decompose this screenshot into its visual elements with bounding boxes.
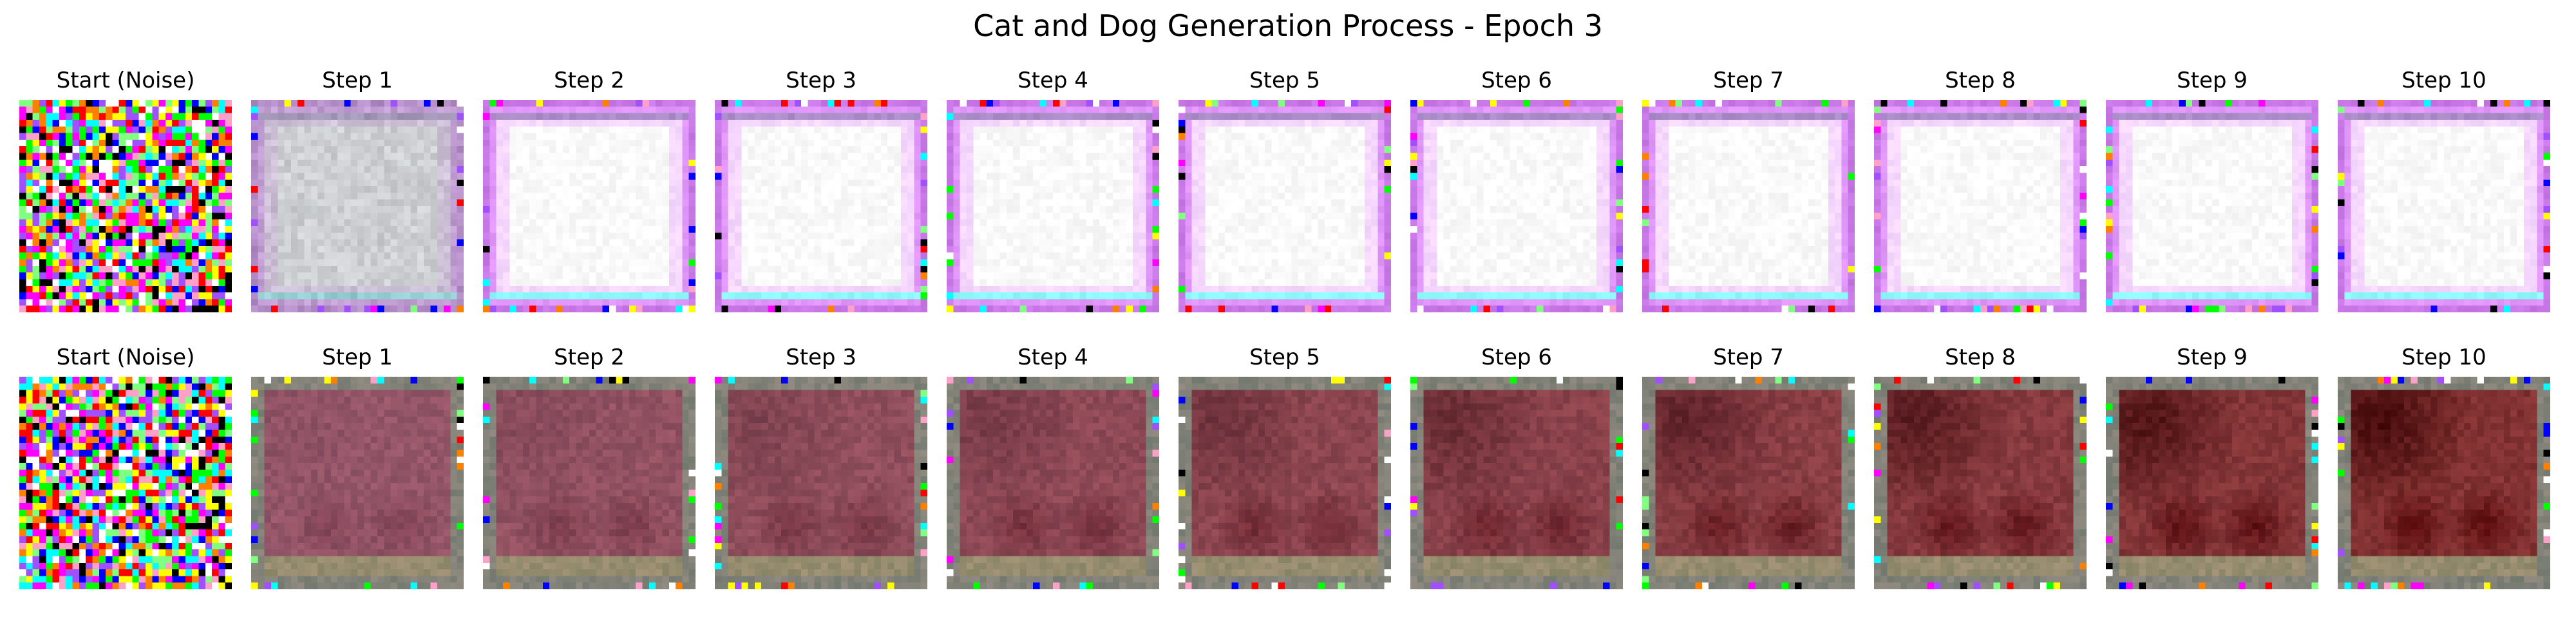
generated-image	[715, 377, 927, 589]
panel-title: Step 3	[786, 345, 857, 370]
panel-title: Start (Noise)	[56, 68, 195, 93]
generated-image	[2106, 377, 2318, 589]
generated-image	[1410, 377, 1623, 589]
panel-title: Step 1	[322, 68, 393, 93]
generated-image	[1642, 377, 1855, 589]
panel-title: Step 8	[1945, 345, 2016, 370]
panel-title: Step 5	[1249, 68, 1320, 93]
generated-image	[1874, 100, 2087, 312]
panel-title: Start (Noise)	[56, 345, 195, 370]
generated-image	[1179, 377, 1391, 589]
noise-image	[19, 100, 232, 312]
panel-title: Step 4	[1018, 345, 1088, 370]
panel-title: Step 9	[2177, 68, 2248, 93]
generated-image	[947, 377, 1159, 589]
panel-title: Step 1	[322, 345, 393, 370]
generated-image	[1642, 100, 1855, 312]
panel-title: Step 3	[786, 68, 857, 93]
panel-title: Step 2	[554, 345, 625, 370]
panel-title: Step 2	[554, 68, 625, 93]
panel-title: Step 6	[1481, 68, 1552, 93]
panel-title: Step 4	[1018, 68, 1088, 93]
panel-title: Step 5	[1249, 345, 1320, 370]
figure-title: Cat and Dog Generation Process - Epoch 3	[973, 8, 1603, 43]
generated-image	[2338, 377, 2550, 589]
generated-image	[483, 100, 696, 312]
generated-image	[2338, 100, 2550, 312]
generated-image	[947, 100, 1159, 312]
panel-title: Step 8	[1945, 68, 2016, 93]
generated-image	[1874, 377, 2087, 589]
generated-image	[1410, 100, 1623, 312]
panel-title: Step 10	[2401, 345, 2486, 370]
panel-title: Step 9	[2177, 345, 2248, 370]
generated-image	[251, 100, 464, 312]
panel-title: Step 6	[1481, 345, 1552, 370]
generated-image	[715, 100, 927, 312]
noise-image	[19, 377, 232, 589]
generated-image	[483, 377, 696, 589]
generated-image	[1179, 100, 1391, 312]
generated-image	[251, 377, 464, 589]
panel-title: Step 7	[1713, 345, 1784, 370]
generated-image	[2106, 100, 2318, 312]
panel-title: Step 10	[2401, 68, 2486, 93]
panel-title: Step 7	[1713, 68, 1784, 93]
